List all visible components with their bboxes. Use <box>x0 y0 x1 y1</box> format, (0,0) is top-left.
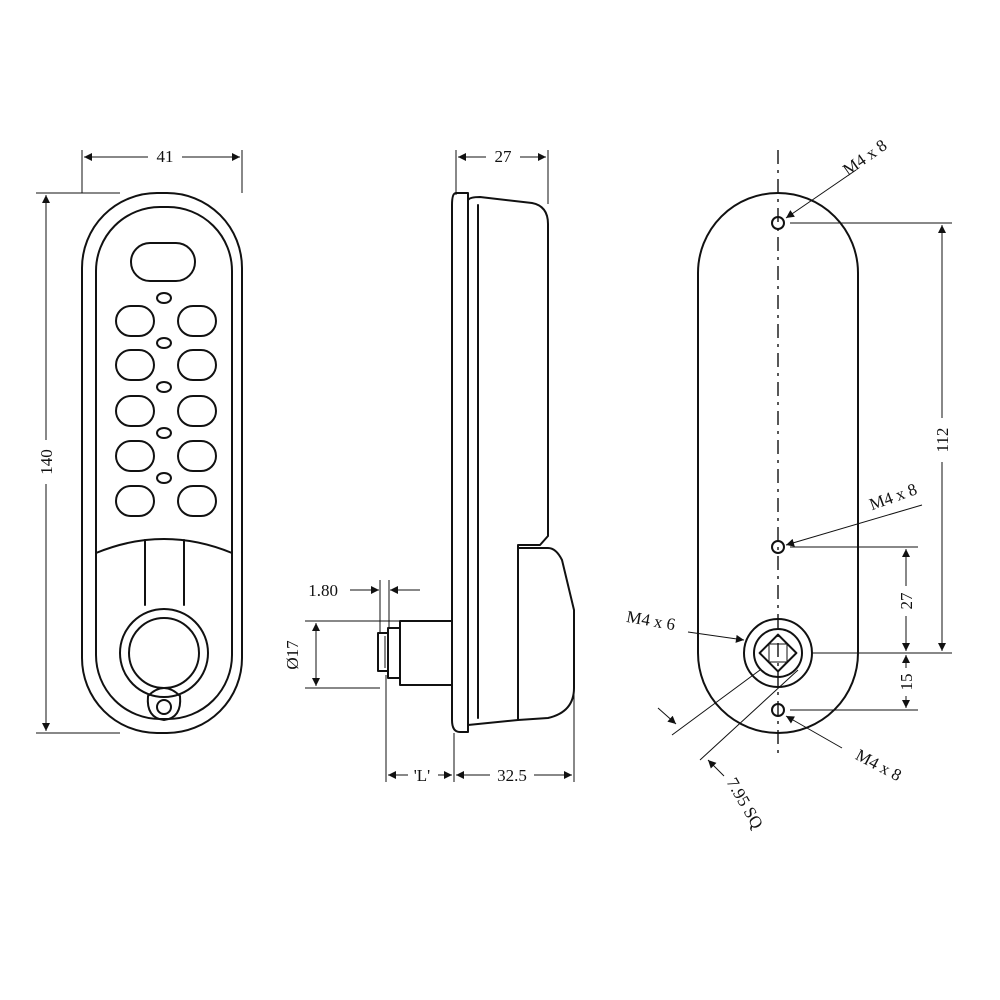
spindle-diameter-label: Ø17 <box>283 640 302 670</box>
lower-offset-label: 15 <box>897 674 916 691</box>
keypad-button <box>177 485 217 517</box>
display-window <box>130 242 196 282</box>
length-dimension-label: 'L' <box>414 766 431 785</box>
keypad-dot <box>156 292 172 304</box>
side-main-body <box>467 196 549 726</box>
front-inner-bezel <box>95 206 233 720</box>
key-override-housing <box>146 687 182 721</box>
body-depth-label: 32.5 <box>497 766 527 785</box>
side-lower-boss <box>517 547 575 721</box>
keypad-button <box>115 349 155 381</box>
keypad-button <box>177 305 217 337</box>
handle-lever <box>144 539 185 606</box>
back-view: 112 27 15 M4 x 8 M4 x 8 M4 x 8 M4 x 6 7.… <box>625 136 953 832</box>
keypad-dot <box>156 337 172 349</box>
front-view: 41 140 <box>35 145 243 734</box>
handle-recess <box>95 538 233 554</box>
key-override-hole <box>156 699 172 715</box>
side-front-plate <box>451 192 469 733</box>
middle-hole-callout: M4 x 8 <box>867 480 920 515</box>
height-dimension-label: 140 <box>37 449 56 475</box>
side-view: 27 1.80 Ø17 'L' 32.5 <box>283 145 575 786</box>
width-dimension-label: 41 <box>157 147 174 166</box>
bottom-mounting-hole <box>771 703 785 717</box>
handle-ring-outer <box>119 608 209 698</box>
front-outer-body <box>81 192 243 734</box>
keypad-button <box>177 440 217 472</box>
keypad-dot <box>156 472 172 484</box>
square-drive-callout: 7.95 SQ <box>723 774 767 832</box>
spindle <box>399 620 453 686</box>
cam-screw-callout: M4 x 6 <box>625 607 677 634</box>
keypad-button <box>177 395 217 427</box>
bottom-hole-callout: M4 x 8 <box>852 745 904 785</box>
depth-dimension-label: 27 <box>495 147 513 166</box>
keypad-dot <box>156 427 172 439</box>
hole-span-label: 112 <box>933 428 952 453</box>
spindle-collar <box>387 627 401 679</box>
middle-mounting-hole <box>771 540 785 554</box>
keypad-dot <box>156 381 172 393</box>
top-mounting-hole <box>771 216 785 230</box>
upper-offset-label: 27 <box>897 592 916 610</box>
spindle-tip <box>377 632 389 672</box>
keypad-button <box>115 395 155 427</box>
keypad-button <box>177 349 217 381</box>
plate-thickness-label: 1.80 <box>308 581 338 600</box>
keypad-button <box>115 440 155 472</box>
handle-ring-inner <box>128 617 200 689</box>
keypad-button <box>115 305 155 337</box>
top-hole-callout: M4 x 8 <box>839 136 890 180</box>
keypad <box>115 292 217 517</box>
cam-inner <box>753 628 803 678</box>
keypad-button <box>115 485 155 517</box>
